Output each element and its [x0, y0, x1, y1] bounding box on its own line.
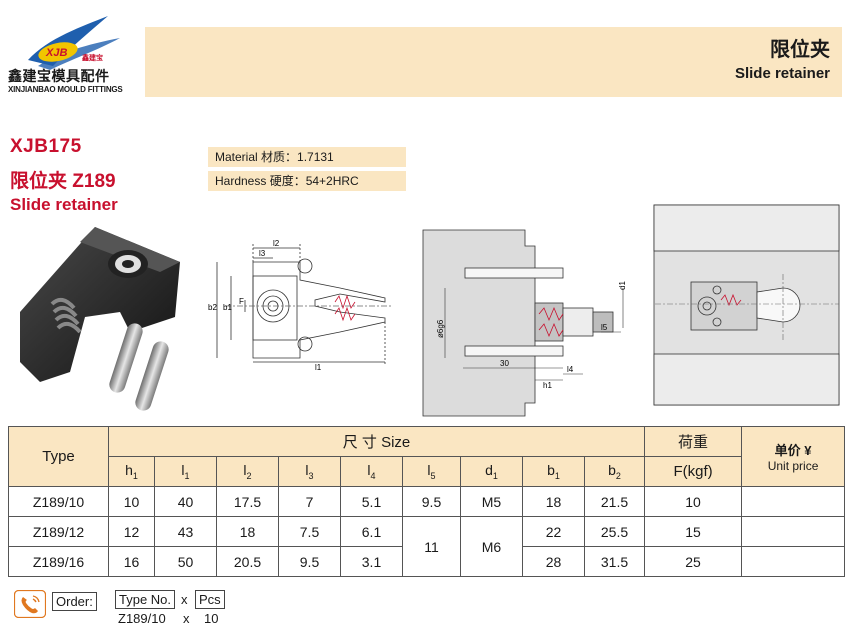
- cell-l3: 7.5: [278, 516, 341, 547]
- brand-logo: XJB 鑫建宝: [28, 16, 120, 70]
- logo-sub-text: 鑫建宝: [81, 53, 103, 62]
- cell-price: [741, 486, 846, 517]
- col-f: F(kgf): [644, 456, 743, 487]
- dim-d6g6: ø6g6: [436, 319, 445, 338]
- dim-d1: d1: [618, 281, 627, 290]
- table-row: Z189/16 16 50 20.5 9.5 3.1 28 31.5 25: [8, 546, 846, 577]
- table-header-row-2: h1 l1 l2 l3 l4 l5 d1 b1 b2 F(kgf): [9, 456, 845, 487]
- logo-xjb-text: XJB: [45, 47, 67, 59]
- header-unit-price: Unit price: [767, 459, 819, 473]
- dim-b2: b2: [208, 303, 217, 312]
- product-name-cn: 限位夹 Z189: [10, 171, 116, 192]
- cell-l2: 17.5: [216, 486, 279, 517]
- cell-b1: 28: [522, 546, 585, 577]
- header-price-cn: 单价 ¥: [774, 443, 812, 458]
- cell-l2: 18: [216, 516, 279, 547]
- brand-name-en: XINJIANBAO MOULD FITTINGS: [8, 85, 123, 94]
- product-code: XJB175: [10, 136, 82, 157]
- product-photo: [20, 227, 180, 411]
- dim-b1: b1: [223, 303, 232, 312]
- assembly-front-drawing: [653, 204, 840, 406]
- dim-l3: l3: [259, 249, 266, 258]
- spec-table: Type 尺 寸 Size 荷重 单价 ¥ Unit price h1 l1 l…: [8, 426, 846, 577]
- col-d1: d1: [460, 456, 523, 487]
- cell-price: [741, 516, 846, 547]
- cell-b2: 25.5: [583, 516, 646, 547]
- dim-h1: h1: [543, 381, 552, 390]
- order-label: Order:: [52, 592, 97, 611]
- col-b1: b1: [522, 456, 585, 487]
- cell-l5-merged: 11: [402, 516, 461, 577]
- dim-l2: l2: [273, 240, 280, 248]
- col-b2: b2: [583, 456, 646, 487]
- table-row: Z189/12 12 43 18 7.5 6.1 11 M6 22 25.5 1…: [8, 516, 846, 577]
- dim-l5: l5: [601, 323, 608, 332]
- material-spec: Material 材质：1.7131: [208, 147, 406, 167]
- cell-b2: 31.5: [583, 546, 646, 577]
- table-header-row-1: Type 尺 寸 Size 荷重 单价 ¥ Unit price: [8, 426, 846, 487]
- header-type: Type: [8, 426, 109, 487]
- cell-b1: 18: [522, 486, 585, 517]
- order-pcs: Pcs: [195, 590, 225, 609]
- header-title-en: Slide retainer: [734, 65, 830, 82]
- product-name-en: Slide retainer: [10, 195, 118, 214]
- dim-l1: l1: [315, 363, 322, 370]
- cell-h1: 10: [108, 486, 155, 517]
- cell-type: Z189/12: [8, 516, 109, 547]
- cell-l2: 20.5: [216, 546, 279, 577]
- cell-l3: 9.5: [278, 546, 341, 577]
- header-size: 尺 寸 Size: [107, 426, 646, 457]
- cell-l4: 3.1: [340, 546, 403, 577]
- cell-l4: 6.1: [340, 516, 403, 547]
- cell-l1: 50: [154, 546, 217, 577]
- cell-b1: 22: [522, 516, 585, 547]
- col-l3: l3: [278, 456, 341, 487]
- cell-type: Z189/10: [8, 486, 109, 517]
- cell-type: Z189/16: [8, 546, 109, 577]
- header-banner: 限位夹 Slide retainer: [145, 27, 842, 97]
- col-h1: h1: [108, 456, 155, 487]
- cell-l4: 5.1: [340, 486, 403, 517]
- col-l1: l1: [154, 456, 217, 487]
- cell-l1: 40: [154, 486, 217, 517]
- cell-l3: 7: [278, 486, 341, 517]
- assembly-side-drawing: 30 h1 l4 l5 d1 ø6g6: [422, 229, 627, 417]
- table-row: Z189/10 10 40 17.5 7 5.1 9.5 M5 18 21.5 …: [8, 486, 846, 517]
- col-l5: l5: [402, 456, 461, 487]
- header-load: 荷重: [644, 426, 743, 457]
- hardness-spec: Hardness 硬度：54+2HRC: [208, 171, 406, 191]
- cell-f: 25: [644, 546, 743, 577]
- cell-f: 15: [644, 516, 743, 547]
- cell-l1: 43: [154, 516, 217, 547]
- order-example-type: Z189/10: [118, 611, 166, 626]
- brand-name-cn: 鑫建宝模具配件: [8, 68, 110, 84]
- dim-l4: l4: [567, 365, 574, 374]
- col-l4: l4: [340, 456, 403, 487]
- dim-30: 30: [500, 359, 509, 368]
- cell-d1-merged: M6: [460, 516, 523, 577]
- order-x-sign: x: [181, 592, 188, 607]
- header-price: 单价 ¥ Unit price: [741, 426, 846, 487]
- order-example-qty: 10: [204, 611, 219, 626]
- cell-b2: 21.5: [583, 486, 646, 517]
- order-type-no: Type No.: [115, 590, 176, 609]
- cell-h1: 12: [108, 516, 155, 547]
- cell-f: 10: [644, 486, 743, 517]
- header-title-cn: 限位夹: [770, 39, 830, 61]
- dim-f: F: [239, 297, 244, 306]
- phone-icon: [14, 590, 46, 618]
- cell-d1: M5: [460, 486, 523, 517]
- top-view-drawing: l2 l3 l1 b2 b1 F: [208, 240, 391, 370]
- order-example-x: x: [183, 611, 190, 626]
- col-l2: l2: [216, 456, 279, 487]
- cell-h1: 16: [108, 546, 155, 577]
- cell-price: [741, 546, 846, 577]
- cell-l5: 9.5: [402, 486, 461, 517]
